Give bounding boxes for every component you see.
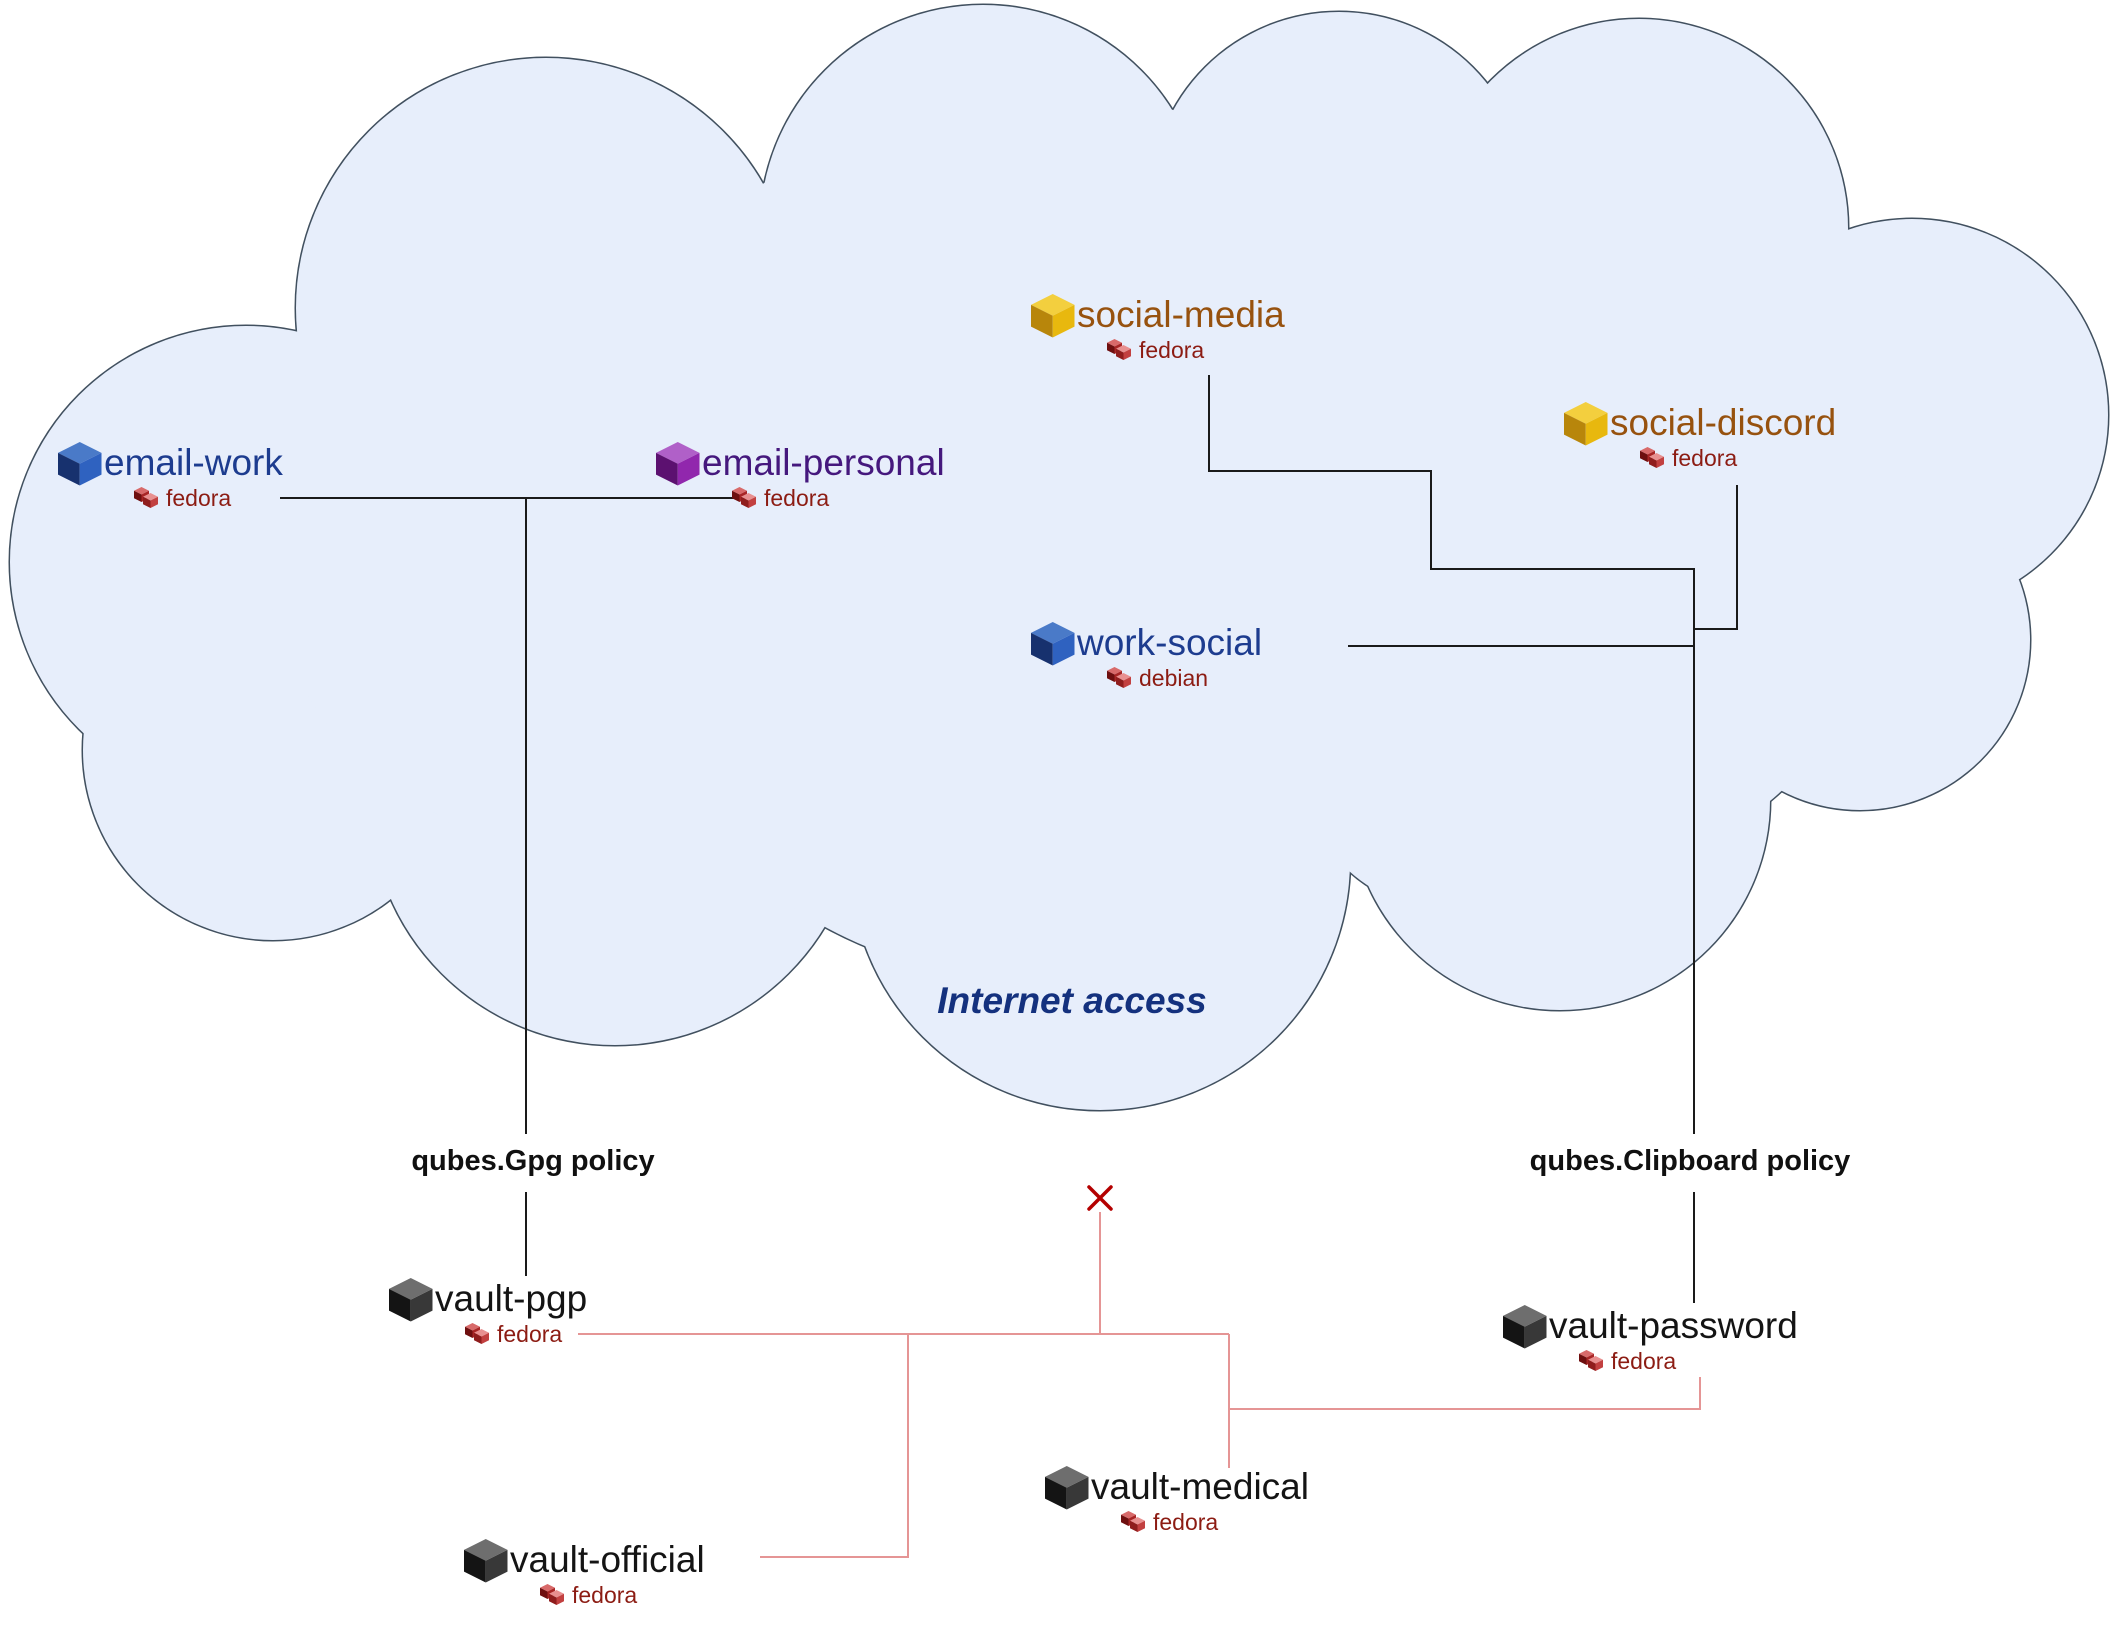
qube-email-personal: email-personal fedora bbox=[656, 442, 945, 511]
template-name: fedora bbox=[497, 1321, 562, 1347]
template-name: fedora bbox=[1611, 1348, 1676, 1374]
qube-work-social: work-social debian bbox=[1031, 622, 1262, 691]
internet-access-label: Internet access bbox=[937, 980, 1206, 1021]
vault-link-password bbox=[1229, 1377, 1701, 1410]
template-icon bbox=[1579, 1350, 1603, 1371]
qube-name: vault-pgp bbox=[435, 1278, 587, 1319]
policy-links bbox=[578, 1185, 1701, 1558]
qube-name: vault-medical bbox=[1091, 1466, 1309, 1507]
template-icon bbox=[540, 1584, 564, 1605]
qube-name: social-discord bbox=[1610, 402, 1836, 443]
template-name: debian bbox=[1139, 665, 1208, 691]
qube-name: vault-password bbox=[1549, 1305, 1798, 1346]
template-icon bbox=[465, 1323, 489, 1344]
qube-cube-icon bbox=[1045, 1466, 1089, 1510]
template-name: fedora bbox=[166, 485, 231, 511]
template-name: fedora bbox=[764, 485, 829, 511]
template-name: fedora bbox=[1139, 337, 1204, 363]
vault-link-official bbox=[760, 1334, 909, 1558]
template-icon bbox=[1121, 1511, 1145, 1532]
qube-cube-icon bbox=[389, 1278, 433, 1322]
link-social-media-chain bbox=[1208, 375, 1695, 1134]
qube-name: email-personal bbox=[702, 442, 945, 483]
network-links bbox=[280, 375, 1738, 1303]
blocked-x-icon bbox=[1087, 1185, 1113, 1211]
qube-name: email-work bbox=[104, 442, 283, 483]
qube-vault-password: vault-password fedora bbox=[1503, 1305, 1798, 1374]
template-name: fedora bbox=[1153, 1509, 1218, 1535]
qube-social-media: social-media fedora bbox=[1031, 294, 1285, 363]
qube-email-work: email-work fedora bbox=[58, 442, 283, 511]
qube-cube-icon bbox=[464, 1539, 508, 1583]
link-social-discord bbox=[1694, 485, 1738, 630]
qube-cube-icon bbox=[1503, 1305, 1547, 1349]
template-name: fedora bbox=[1672, 445, 1737, 471]
qube-vault-pgp: vault-pgp fedora bbox=[389, 1278, 587, 1347]
qube-name: work-social bbox=[1076, 622, 1262, 663]
gpg-policy-label: qubes.Gpg policy bbox=[411, 1145, 654, 1177]
clipboard-policy-label: qubes.Clipboard policy bbox=[1530, 1145, 1851, 1177]
qube-vault-official: vault-official fedora bbox=[464, 1539, 705, 1608]
qube-social-discord: social-discord fedora bbox=[1564, 402, 1836, 471]
template-name: fedora bbox=[572, 1582, 637, 1608]
qube-name: vault-official bbox=[510, 1539, 705, 1580]
qube-name: social-media bbox=[1077, 294, 1285, 335]
internet-cloud-shape bbox=[8, 3, 2110, 1112]
qube-vault-medical: vault-medical fedora bbox=[1045, 1466, 1309, 1535]
